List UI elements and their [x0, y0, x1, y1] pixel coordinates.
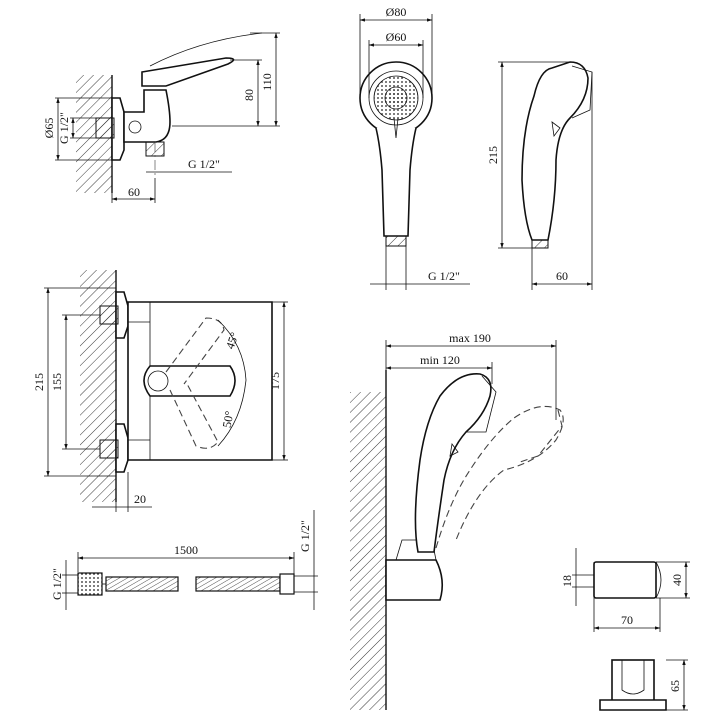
dim-depth: 60 — [128, 185, 140, 199]
holder-detail-front: 65 — [599, 659, 688, 711]
dim-outer-diameter: Ø80 — [386, 5, 407, 19]
dim-hose-length: 1500 — [174, 543, 198, 557]
hose-left — [105, 576, 179, 592]
dim-offset: 20 — [134, 492, 146, 506]
hand-shower-side-view: 215 60 — [486, 61, 593, 290]
dim-holder-height: 40 — [670, 574, 684, 586]
dim-centers: 155 — [50, 373, 64, 391]
mixer-side-view: 110 80 Ø65 G 1/2" G 1/2" 60 — [42, 32, 280, 203]
dim-base-height: 65 — [668, 680, 682, 692]
inlet-thread — [95, 117, 115, 139]
dim-height-total: 110 — [260, 73, 274, 91]
wall-holder-view: max 190 min 120 — [350, 331, 564, 710]
dim-flange-diameter: Ø65 — [42, 118, 56, 139]
dim-hose-thread-right: G 1/2" — [298, 520, 312, 552]
mixer-front-view: 45° 50° 215 155 175 20 — [32, 270, 288, 512]
wall-hatch-front — [80, 270, 116, 502]
dim-holder-depth: 70 — [621, 613, 633, 627]
dim-min-reach: min 120 — [420, 353, 460, 367]
dim-inner-diameter: Ø60 — [386, 30, 407, 44]
hose-nut-right — [279, 573, 295, 595]
dim-height-body: 175 — [268, 372, 282, 390]
dim-max-reach: max 190 — [449, 331, 491, 345]
dim-inlet-thread: G 1/2" — [57, 112, 71, 144]
dim-shower-thread: G 1/2" — [428, 269, 460, 283]
hose-right — [195, 576, 281, 592]
angle-down: 50° — [220, 410, 237, 429]
dim-outlet-thread: G 1/2" — [188, 157, 220, 171]
angle-up: 45° — [223, 330, 242, 351]
hose-view: 1500 G 1/2" G 1/2" — [50, 510, 318, 610]
dim-shower-length: 215 — [486, 146, 500, 164]
dim-head-depth: 60 — [556, 269, 568, 283]
dim-height-overall: 215 — [32, 373, 46, 391]
hand-shower-front-view: Ø80 Ø60 G 1/2" — [359, 5, 470, 290]
holder-detail-side: 18 40 70 — [560, 548, 690, 632]
wall-hatch-holder — [350, 392, 386, 710]
dim-hose-thread-left: G 1/2" — [50, 568, 64, 600]
side-handle-thread — [531, 239, 549, 249]
dim-thread-pitch: 18 — [560, 575, 574, 587]
handle-thread — [385, 235, 407, 247]
dim-height-outlet: 80 — [242, 89, 256, 101]
hose-nut-left — [77, 572, 103, 596]
